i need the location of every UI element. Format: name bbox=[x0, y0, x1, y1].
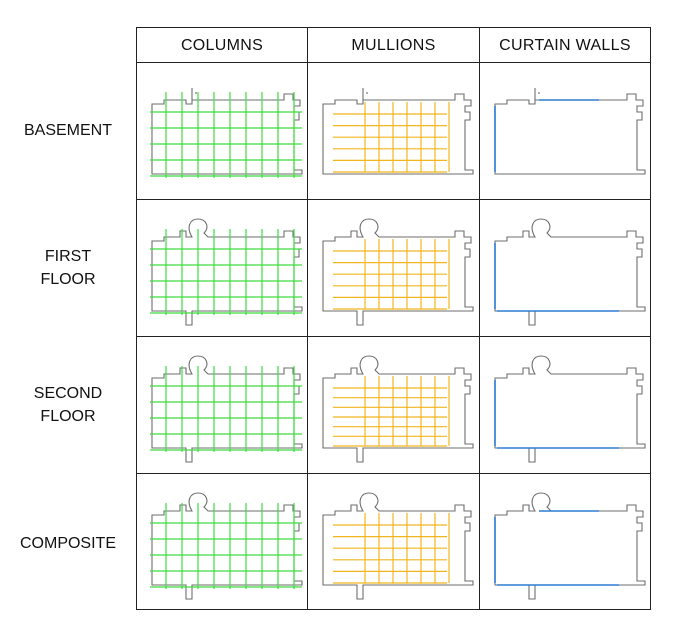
floor-outline bbox=[494, 492, 646, 600]
row-label-second-floor: SECOND FLOOR bbox=[33, 385, 103, 425]
floor-outline bbox=[151, 218, 303, 326]
column-grid bbox=[150, 366, 302, 452]
floor-outline bbox=[322, 88, 474, 175]
divider-col-1 bbox=[307, 28, 308, 609]
plan-basement-mullions bbox=[322, 88, 474, 175]
plan-composite-mullions bbox=[322, 492, 474, 600]
divider-row-2 bbox=[137, 336, 650, 337]
curtain-wall-lines bbox=[494, 380, 619, 449]
floor-outline bbox=[322, 355, 474, 463]
row-label-composite: COMPOSITE bbox=[19, 534, 116, 552]
plan-second-floor-columns bbox=[150, 355, 303, 463]
floor-outline bbox=[322, 218, 474, 326]
divider-header bbox=[137, 62, 650, 63]
floor-outline bbox=[151, 492, 303, 600]
floor-outline bbox=[494, 218, 646, 326]
plan-second-floor-curtain-walls bbox=[494, 355, 646, 463]
mullion-grid bbox=[333, 102, 450, 173]
plan-basement-columns bbox=[150, 88, 303, 178]
divider-row-3 bbox=[137, 473, 650, 474]
divider-col-2 bbox=[479, 28, 480, 609]
plan-second-floor-mullions bbox=[322, 355, 474, 463]
header-columns: COLUMNS bbox=[180, 36, 264, 54]
mullion-grid bbox=[333, 239, 450, 310]
header-curtain-walls: CURTAIN WALLS bbox=[499, 36, 631, 54]
plan-first-floor-mullions bbox=[322, 218, 474, 326]
mullion-grid bbox=[333, 513, 450, 584]
row-label-basement: BASEMENT bbox=[23, 121, 112, 139]
divider-row-1 bbox=[137, 199, 650, 200]
plan-composite-columns bbox=[150, 492, 303, 600]
plan-first-floor-curtain-walls bbox=[494, 218, 646, 326]
column-grid bbox=[150, 503, 302, 589]
curtain-wall-lines bbox=[494, 243, 619, 312]
floor-outline bbox=[151, 88, 303, 175]
curtain-wall-lines bbox=[494, 510, 619, 586]
floor-outline bbox=[494, 88, 646, 175]
plan-first-floor-columns bbox=[150, 218, 303, 326]
floor-outline bbox=[494, 355, 646, 463]
floor-outline bbox=[151, 355, 303, 463]
row-label-first-floor: FIRST FLOOR bbox=[40, 248, 96, 288]
plan-basement-curtain-walls bbox=[494, 88, 646, 175]
floor-plan-matrix: COLUMNS MULLIONS CURTAIN WALLS bbox=[136, 27, 651, 610]
column-grid bbox=[150, 92, 302, 178]
curtain-wall-lines bbox=[494, 99, 599, 172]
header-mullions: MULLIONS bbox=[351, 36, 436, 54]
column-grid bbox=[150, 229, 302, 315]
floor-outline bbox=[322, 492, 474, 600]
plan-composite-curtain-walls bbox=[494, 492, 646, 600]
mullion-grid bbox=[333, 376, 450, 447]
